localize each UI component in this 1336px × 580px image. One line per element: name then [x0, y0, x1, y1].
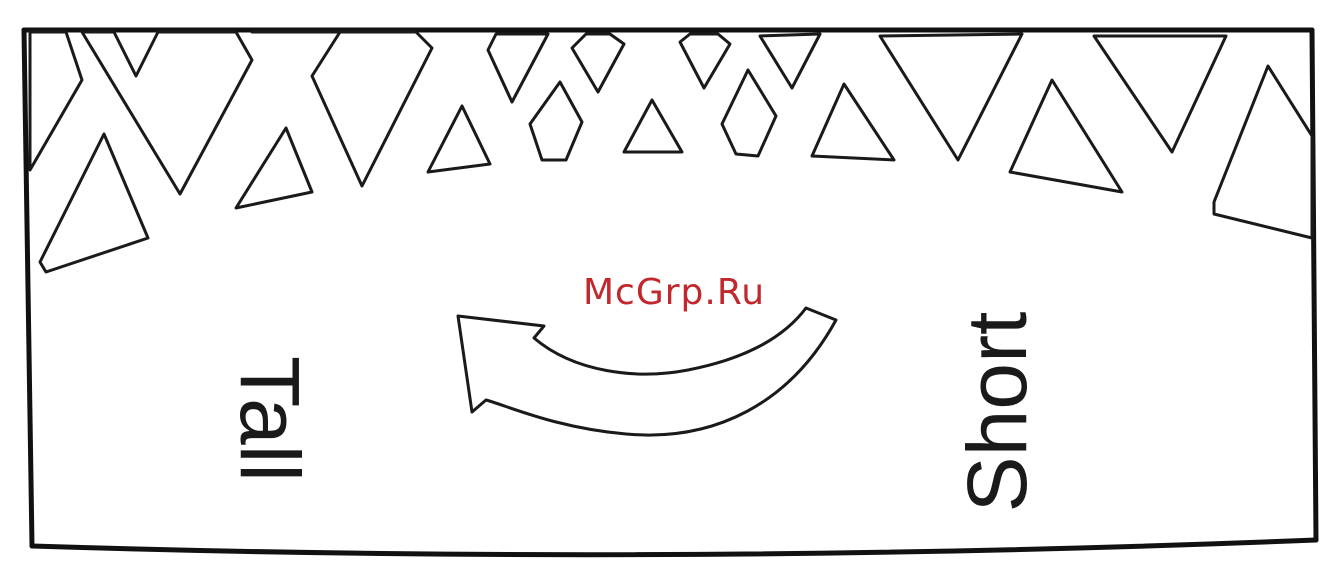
tread-block: [624, 100, 682, 152]
short-label: Short: [950, 312, 1044, 513]
tread-block: [680, 34, 730, 88]
watermark-text: McGrp.Ru: [583, 272, 765, 313]
tread-block: [722, 70, 776, 156]
tread-block: [880, 34, 1022, 160]
tread-block: [236, 128, 312, 208]
tread-block: [530, 82, 582, 160]
tread-block: [1010, 80, 1122, 192]
tread-block: [812, 84, 894, 160]
frame-bottom-edge: [32, 540, 1316, 555]
curved-arrow-counterclockwise-icon: [458, 308, 836, 435]
tread-block: [572, 34, 624, 92]
tall-label: Tall: [223, 356, 317, 482]
tread-block: [760, 34, 820, 88]
tread-block: [1214, 66, 1312, 238]
tread-block: [30, 32, 82, 170]
tread-block: [40, 134, 148, 272]
tread-pattern: [30, 32, 1312, 272]
tread-block: [428, 106, 490, 172]
frame-right-edge: [1312, 30, 1316, 540]
tread-block: [488, 34, 548, 102]
tread-block: [1094, 36, 1226, 152]
